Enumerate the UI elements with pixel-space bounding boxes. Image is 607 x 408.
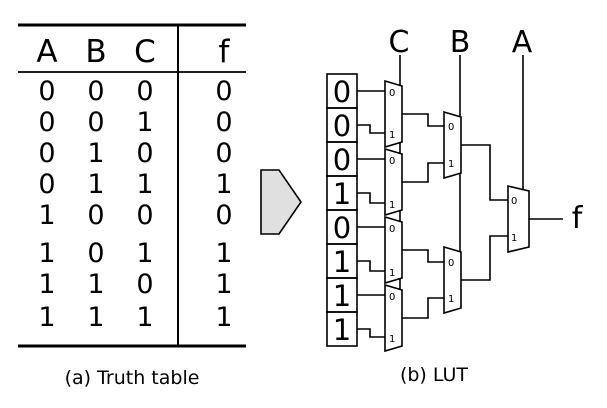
mux-input-label: 1 (389, 334, 395, 345)
cell-r4-c: 0 (136, 200, 153, 231)
mux-input-label: 1 (389, 130, 395, 141)
wire (461, 235, 508, 281)
wire (402, 162, 444, 183)
mux-input-label: 0 (389, 156, 395, 167)
cell-r4-f: 0 (215, 200, 232, 231)
mux-stage1 (384, 147, 403, 217)
cell-r6-a: 1 (38, 269, 55, 300)
cell-r7-b: 1 (87, 302, 104, 333)
memory-bit: 1 (333, 279, 351, 313)
truth-table: A B C f 0 0 0 0 0 0 1 0 0 1 0 0 0 1 1 1 … (18, 23, 246, 389)
cell-r0-c: 0 (136, 76, 153, 107)
mux-input-label: 0 (389, 88, 395, 99)
mux-stage1 (384, 79, 403, 149)
memory-bit: 1 (333, 177, 351, 211)
wire (357, 124, 385, 134)
table-body: 0 0 0 0 0 0 1 0 0 1 0 0 0 1 1 1 1 0 0 0 … (38, 76, 232, 333)
header-a: A (36, 34, 57, 70)
wire (357, 260, 385, 272)
cell-r1-a: 0 (38, 107, 55, 138)
cell-r2-f: 0 (215, 138, 232, 169)
cell-r3-f: 1 (215, 169, 232, 200)
cell-r7-f: 1 (215, 302, 232, 333)
memory-bit: 0 (333, 143, 351, 177)
output-label-f: f (572, 201, 584, 236)
transformation-arrow-icon (260, 169, 302, 235)
wire (357, 192, 385, 204)
cell-r0-a: 0 (38, 76, 55, 107)
wire (357, 328, 385, 338)
wire (402, 249, 444, 263)
select-label-a: A (512, 25, 533, 60)
cell-r4-a: 1 (38, 200, 55, 231)
wire (402, 113, 444, 127)
mux-input-labels: 0 1 0 1 0 1 0 1 0 1 0 1 0 1 (389, 88, 517, 345)
mux-input-label: 0 (511, 196, 517, 207)
mux-stage2 (443, 110, 462, 180)
cell-r4-b: 0 (87, 200, 104, 231)
lut-caption: (b) LUT (400, 364, 468, 386)
cell-r5-c: 1 (136, 238, 153, 269)
mux-input-label: 0 (389, 292, 395, 303)
cell-r3-c: 1 (136, 169, 153, 200)
header-f: f (219, 34, 231, 70)
cell-r7-a: 1 (38, 302, 55, 333)
mux-stage2 (443, 245, 462, 315)
cell-r2-b: 1 (87, 138, 104, 169)
mux-stage3 (507, 184, 530, 254)
cell-r6-f: 1 (215, 269, 232, 300)
memory-bit: 1 (333, 245, 351, 279)
mux-input-label: 1 (448, 294, 454, 305)
cell-r2-a: 0 (38, 138, 55, 169)
lut-diagram: 0 0 0 1 0 1 1 1 (326, 25, 584, 386)
cell-r0-f: 0 (215, 76, 232, 107)
cell-r2-c: 0 (136, 138, 153, 169)
cell-r0-b: 0 (87, 76, 104, 107)
mux-input-label: 1 (511, 233, 517, 244)
wire (461, 144, 508, 201)
lut-multiplexers (384, 79, 530, 353)
memory-bit: 1 (333, 313, 351, 347)
table-header-row: A B C f (36, 34, 230, 70)
memory-bit: 0 (333, 109, 351, 143)
header-b: B (85, 34, 106, 70)
cell-r5-b: 0 (87, 238, 104, 269)
mux-input-label: 1 (389, 200, 395, 211)
mux-stage1 (384, 283, 403, 353)
cell-r3-b: 1 (87, 169, 104, 200)
header-c: C (134, 34, 156, 70)
cell-r7-c: 1 (136, 302, 153, 333)
cell-r6-b: 1 (87, 269, 104, 300)
cell-r1-c: 1 (136, 107, 153, 138)
mux-input-label: 0 (389, 224, 395, 235)
select-label-c: C (389, 25, 410, 60)
cell-r6-c: 0 (136, 269, 153, 300)
cell-r5-a: 1 (38, 238, 55, 269)
lut-memory-column: 0 0 0 1 0 1 1 1 (326, 73, 358, 347)
cell-r1-f: 0 (215, 107, 232, 138)
truth-table-caption: (a) Truth table (65, 367, 200, 389)
select-label-b: B (450, 25, 471, 60)
cell-r5-f: 1 (215, 238, 232, 269)
mux-input-label: 0 (448, 122, 454, 133)
mux-stage1 (384, 215, 403, 285)
mux-input-label: 1 (389, 268, 395, 279)
cell-r1-b: 0 (87, 107, 104, 138)
mux-input-label: 1 (448, 159, 454, 170)
memory-bit: 0 (333, 211, 351, 245)
cell-r3-a: 0 (38, 169, 55, 200)
memory-bit: 0 (333, 75, 351, 109)
mux-input-label: 0 (448, 258, 454, 269)
wire (402, 297, 444, 319)
